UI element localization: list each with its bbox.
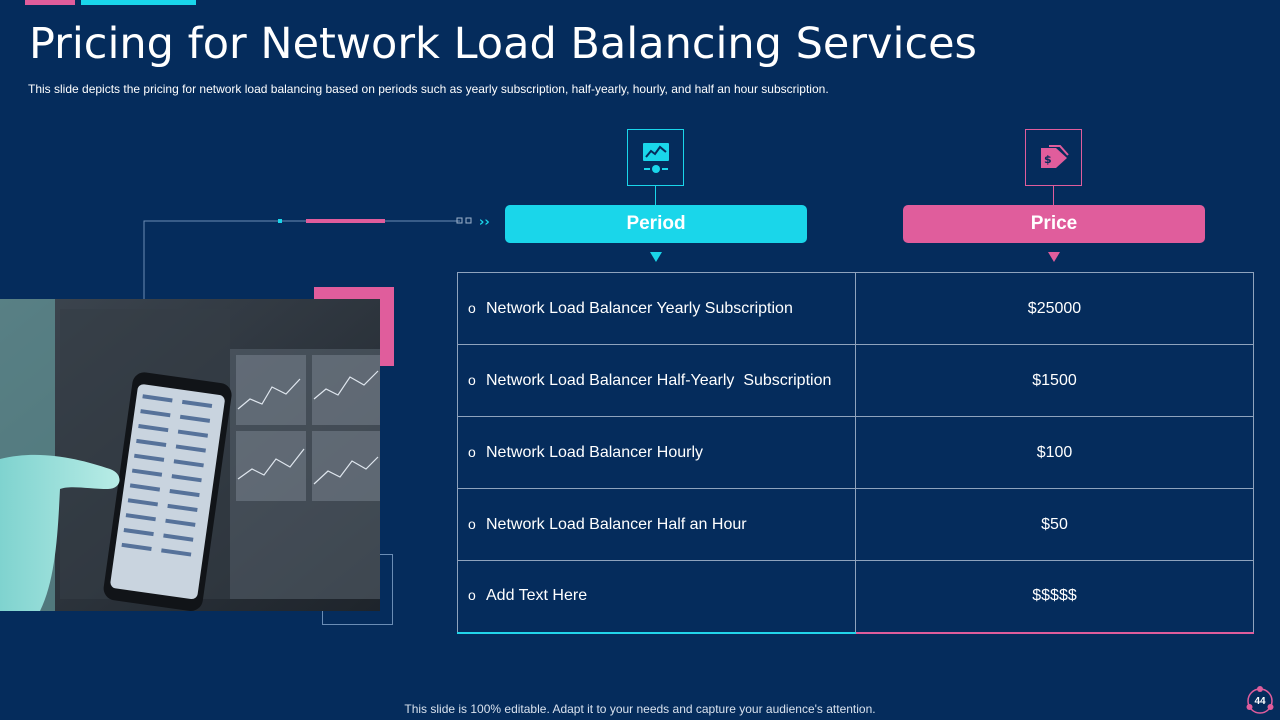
slide-subtitle: This slide depicts the pricing for netwo…: [28, 82, 829, 96]
period-cell: o Network Load Balancer Yearly Subscripti…: [457, 272, 856, 345]
bullet: o: [468, 443, 476, 460]
monitor-chart-icon: [642, 142, 669, 173]
table-row: o Network Load Balancer Half an Hour $50: [457, 488, 1254, 561]
svg-text:$: $: [1044, 153, 1052, 166]
period-text: Add Text Here: [486, 587, 588, 605]
period-icon-box: [627, 129, 684, 186]
page-badge-icon: [1246, 686, 1274, 714]
period-text: Network Load Balancer Half-Yearly Subscr…: [486, 371, 832, 389]
top-accent-cyan: [81, 0, 196, 5]
svg-text:››: ››: [479, 215, 490, 230]
top-accent-pink: [25, 0, 75, 5]
table-row: o Add Text Here $$$$$: [457, 560, 1254, 634]
price-header: Price: [903, 205, 1205, 243]
period-cell: o Network Load Balancer Half-Yearly Subsc…: [457, 344, 856, 417]
price-cell: $$$$$: [855, 560, 1254, 634]
period-icon-stem: [655, 186, 656, 206]
period-arrow-icon: [650, 252, 662, 262]
period-text: Network Load Balancer Yearly Subscriptio…: [486, 299, 793, 317]
period-text: Network Load Balancer Half an Hour: [486, 515, 747, 533]
table-row: o Network Load Balancer Hourly $100: [457, 416, 1254, 489]
page-number: 44: [1254, 695, 1266, 707]
price-cell: $25000: [855, 272, 1254, 345]
bullet: o: [468, 587, 476, 604]
bullet: o: [468, 371, 476, 388]
pricing-table: o Network Load Balancer Yearly Subscripti…: [457, 272, 1254, 634]
price-cell: $100: [855, 416, 1254, 489]
price-icon-box: $: [1025, 129, 1082, 186]
table-row: o Network Load Balancer Yearly Subscripti…: [457, 272, 1254, 345]
period-header: Period: [505, 205, 807, 243]
bullet: o: [468, 299, 476, 316]
connector-decoration: ››: [143, 215, 490, 300]
page-title: Pricing for Network Load Balancing Servi…: [29, 19, 977, 69]
trading-phone-photo: [0, 299, 380, 611]
price-icon-stem: [1053, 186, 1054, 206]
period-cell: o Add Text Here: [457, 560, 856, 634]
price-cell: $50: [855, 488, 1254, 561]
bullet: o: [468, 515, 476, 532]
price-cell: $1500: [855, 344, 1254, 417]
period-cell: o Network Load Balancer Hourly: [457, 416, 856, 489]
period-text: Network Load Balancer Hourly: [486, 443, 703, 461]
price-tag-icon: $: [1040, 144, 1069, 168]
period-cell: o Network Load Balancer Half an Hour: [457, 488, 856, 561]
table-row: o Network Load Balancer Half-Yearly Subsc…: [457, 344, 1254, 417]
footer-note: This slide is 100% editable. Adapt it to…: [404, 702, 876, 716]
price-arrow-icon: [1048, 252, 1060, 262]
